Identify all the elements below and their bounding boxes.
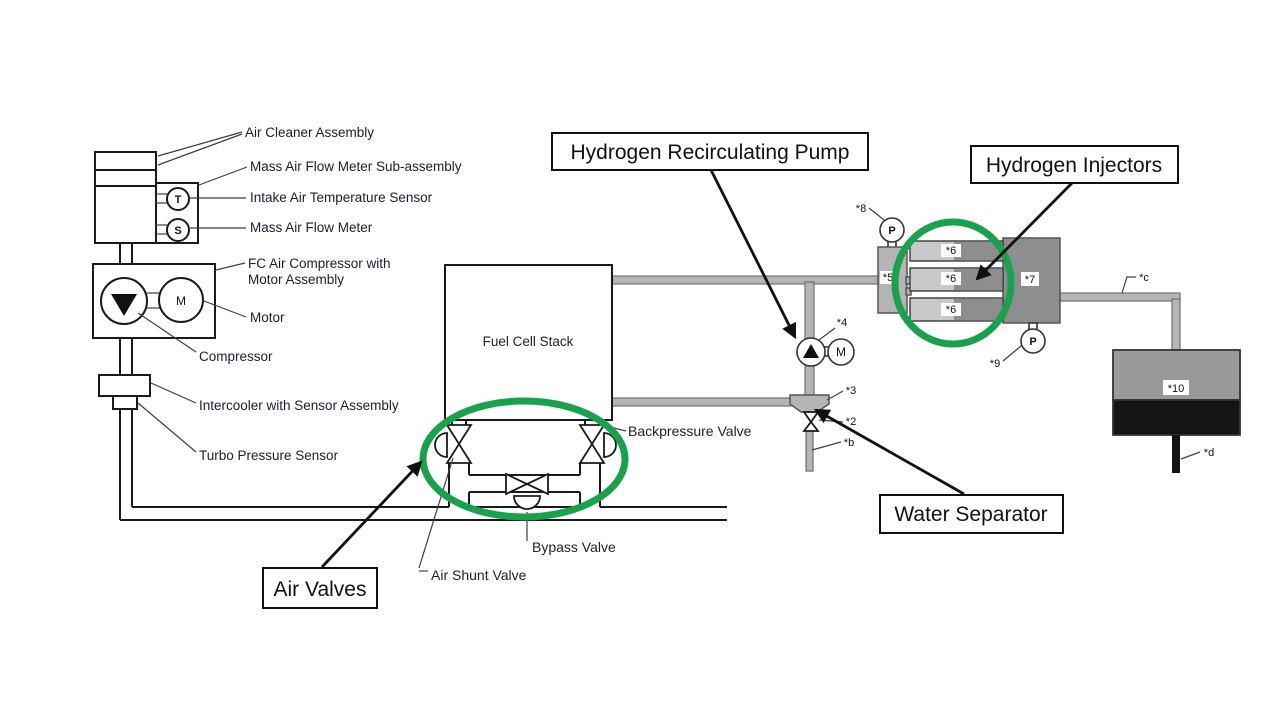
callout-boxes: Hydrogen Recirculating Pump Hydrogen Inj… xyxy=(262,132,1179,609)
valve-labels: Backpressure Valve Bypass Valve Air Shun… xyxy=(418,423,752,583)
air-valves-highlight-circle xyxy=(419,397,629,521)
bypass-actuator xyxy=(513,495,541,510)
label-maf: Mass Air Flow Meter xyxy=(250,220,373,235)
temp-sensor-letter: T xyxy=(175,194,182,206)
fuel-cell-stack-box xyxy=(444,264,613,421)
air-shunt-valve xyxy=(445,442,473,464)
part-ref-3: *3 xyxy=(846,385,856,397)
drain-valve xyxy=(802,411,820,424)
flow-sensor-letter: S xyxy=(174,225,181,237)
arrow-to-injectors xyxy=(975,182,1073,281)
label-intake-temp: Intake Air Temperature Sensor xyxy=(250,190,433,205)
pipe-stack-return xyxy=(609,397,792,407)
tank-drain-pipe xyxy=(1172,435,1180,473)
pipe-supply-horizontal xyxy=(1059,292,1181,302)
callout-injectors: Hydrogen Injectors xyxy=(986,154,1162,177)
part-ref-8: *8 xyxy=(856,203,866,215)
backpressure-valve xyxy=(578,424,606,446)
part-ref-2: *2 xyxy=(846,416,856,428)
air-piping xyxy=(119,243,727,521)
label-air-shunt-valve: Air Shunt Valve xyxy=(431,567,527,583)
injector-assembly: P *5 *6 *6 *6 *7 P xyxy=(877,217,1061,354)
motor-circle xyxy=(158,277,204,323)
label-compressor-assembly-2: Motor Assembly xyxy=(248,272,344,287)
fuel-cell-stack: Fuel Cell Stack xyxy=(444,264,613,421)
label-turbo-sensor: Turbo Pressure Sensor xyxy=(199,448,339,463)
hydrogen-tank: *10 xyxy=(1112,349,1241,473)
hydrogen-pump-assembly: M xyxy=(796,337,855,367)
callout-arrows xyxy=(320,169,1073,568)
air-shunt-actuator xyxy=(434,432,448,458)
water-separator-body xyxy=(789,394,830,413)
part-references: *8 *9 *4 *3 *2 *b *c *d xyxy=(811,203,1214,460)
air-valves-assembly xyxy=(434,420,617,510)
pump-motor-circle xyxy=(827,338,855,366)
label-compressor: Compressor xyxy=(199,349,273,364)
water-separator-assembly xyxy=(789,394,830,432)
label-maf-sub: Mass Air Flow Meter Sub-assembly xyxy=(250,159,462,174)
part-ref-5: *5 xyxy=(883,272,893,284)
drain-valve xyxy=(802,420,820,432)
compressor-assembly: M xyxy=(92,263,216,339)
part-ref-6c: *6 xyxy=(946,304,956,316)
callout-recirc-pump: Hydrogen Recirculating Pump xyxy=(571,141,850,164)
bypass-valve xyxy=(505,472,530,496)
label-motor: Motor xyxy=(250,310,285,325)
label-compressor-assembly-1: FC Air Compressor with xyxy=(248,256,391,271)
pipe-supply-vertical xyxy=(1171,298,1181,353)
backpressure-actuator xyxy=(603,432,617,458)
fuel-cell-stack-label: Fuel Cell Stack xyxy=(483,334,574,349)
label-bypass-valve: Bypass Valve xyxy=(532,539,616,555)
intercooler-box xyxy=(98,374,151,397)
part-ref-4: *4 xyxy=(837,317,847,329)
label-intercooler: Intercooler with Sensor Assembly xyxy=(199,398,399,413)
label-backpressure-valve: Backpressure Valve xyxy=(628,423,752,439)
callout-recirc-pump-box xyxy=(551,132,869,171)
pressure-gauge-bottom xyxy=(1020,328,1046,354)
temp-sensor-circle xyxy=(166,187,190,211)
part-ref-6a: *6 xyxy=(946,245,956,257)
injectors-highlight-circle xyxy=(891,218,1015,348)
backpressure-valve xyxy=(578,442,606,464)
bypass-valve xyxy=(524,472,549,496)
arrow-to-separator xyxy=(813,408,965,496)
part-ref-6b: *6 xyxy=(946,273,956,285)
pressure-gauge-top-letter: P xyxy=(888,225,895,237)
callout-air-valves: Air Valves xyxy=(274,578,367,601)
highlight-circles xyxy=(419,218,1015,521)
label-air-cleaner: Air Cleaner Assembly xyxy=(245,125,374,140)
air-shunt-valve xyxy=(445,424,473,446)
callout-air-valves-box xyxy=(262,567,378,609)
part-ref-7: *7 xyxy=(1025,274,1035,286)
part-ref-10: *10 xyxy=(1168,383,1185,395)
pipe-drain-b xyxy=(805,430,814,472)
pressure-gauge-top xyxy=(879,217,905,243)
arrow-to-air-valves xyxy=(320,460,423,568)
pipe-injector-to-stack xyxy=(609,275,879,285)
pump-impeller-icon xyxy=(803,344,819,358)
part-ref-9: *9 xyxy=(990,358,1000,370)
air-intake-assembly: T S xyxy=(94,151,199,244)
air-cleaner-box xyxy=(94,151,157,244)
motor-letter: M xyxy=(176,294,186,308)
part-ref-c: *c xyxy=(1139,272,1149,284)
part-ref-b: *b xyxy=(844,437,854,449)
callout-injectors-box xyxy=(970,145,1179,184)
flow-sensor-circle xyxy=(166,218,190,242)
pump-motor-letter: M xyxy=(836,345,846,359)
compressor-rotor-icon xyxy=(111,294,137,316)
turbo-pressure-sensor-box xyxy=(112,395,138,410)
tank-lower xyxy=(1112,399,1241,436)
intercooler-assembly xyxy=(98,374,151,410)
callout-water-separator: Water Separator xyxy=(894,503,1047,526)
pressure-gauge-bottom-letter: P xyxy=(1029,336,1036,348)
callout-water-separator-box xyxy=(879,494,1064,534)
component-labels: Air Cleaner Assembly Mass Air Flow Meter… xyxy=(137,125,462,463)
arrow-to-pump xyxy=(709,169,797,340)
part-ref-d: *d xyxy=(1204,447,1214,459)
